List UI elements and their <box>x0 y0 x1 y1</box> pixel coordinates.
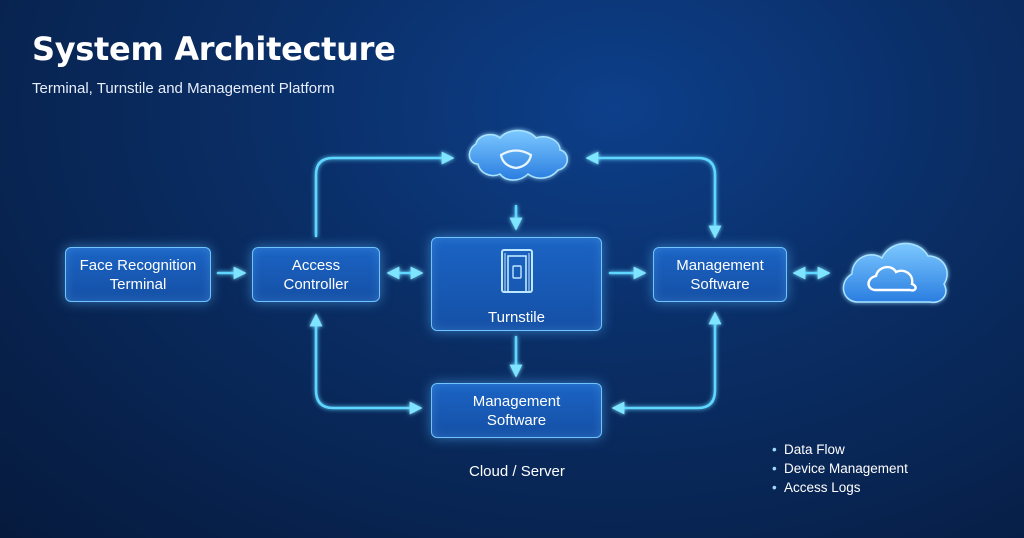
face-recognition-terminal-node: Face Recognition Terminal <box>65 247 211 302</box>
legend-item: • Access Logs <box>772 478 908 497</box>
diagram-title: System Architecture <box>32 30 396 68</box>
loop-top-cloud-to-management <box>585 151 722 239</box>
loop-controller-to-bottom-management <box>309 313 423 415</box>
bullet-icon: • <box>772 461 777 476</box>
legend-item-label: Access Logs <box>784 480 861 495</box>
legend-item-label: Device Management <box>784 461 908 476</box>
legend-item: • Data Flow <box>772 440 908 459</box>
management-software-bottom-node: Management Software <box>431 383 602 438</box>
management-software-label: Management Software <box>676 256 764 293</box>
access-controller-node: Access Controller <box>252 247 380 302</box>
loop-management-to-bottom-management <box>611 311 722 415</box>
cloud-icon <box>842 242 948 304</box>
access-controller-label: Access Controller <box>283 256 349 293</box>
face-recognition-terminal-label: Face Recognition Terminal <box>79 256 197 293</box>
legend-item-label: Data Flow <box>784 442 845 457</box>
cloud-server-label: Cloud / Server <box>469 463 565 480</box>
bullet-icon: • <box>772 480 777 495</box>
management-software-bottom-label: Management Software <box>472 392 561 429</box>
turnstile-node: Turnstile <box>431 237 602 331</box>
management-software-node: Management Software <box>653 247 787 302</box>
diagram-subtitle: Terminal, Turnstile and Management Platf… <box>32 80 335 97</box>
turnstile-label: Turnstile <box>488 308 545 326</box>
legend: • Data Flow • Device Management • Access Lo… <box>772 440 908 497</box>
turnstile-gate-icon <box>500 248 533 293</box>
cloud-icon <box>468 129 568 181</box>
loop-controller-to-top-cloud <box>314 151 455 238</box>
legend-item: • Device Management <box>772 459 908 478</box>
bullet-icon: • <box>772 442 777 457</box>
